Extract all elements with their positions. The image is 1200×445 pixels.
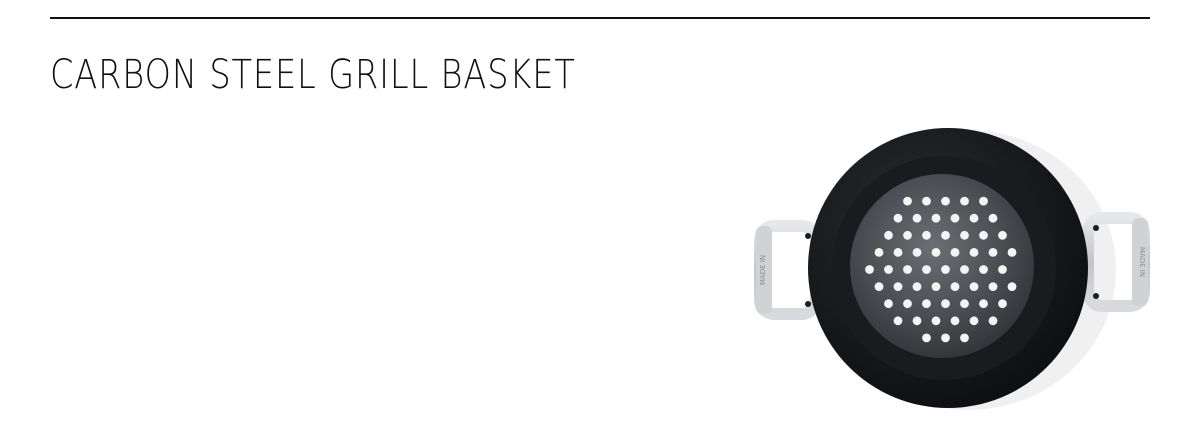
basin-hole — [988, 248, 998, 257]
basin-hole — [969, 248, 979, 257]
basin-hole — [969, 282, 979, 291]
basin-hole — [903, 230, 912, 240]
basin-hole — [998, 299, 1007, 309]
basin-hole — [874, 248, 884, 257]
left-handle: MADE IN — [754, 220, 822, 320]
basin-hole — [922, 230, 931, 240]
basin-hole — [950, 213, 960, 223]
basin-hole — [865, 265, 874, 274]
basin-hole — [884, 299, 893, 309]
basin-hole — [912, 248, 922, 257]
basin-hole — [998, 230, 1007, 240]
basin-hole — [941, 196, 950, 206]
basin-hole — [988, 213, 998, 223]
basin-hole — [988, 316, 998, 326]
basin-hole — [912, 213, 922, 223]
basin-hole — [979, 230, 988, 240]
basin-hole — [941, 230, 950, 240]
basin-hole — [912, 316, 922, 326]
basin-hole — [941, 265, 950, 274]
basin-hole — [893, 282, 903, 291]
right-handle: MADE IN — [1082, 212, 1150, 312]
basin-hole — [941, 333, 950, 343]
basin-hole — [922, 265, 931, 274]
basin-hole — [874, 282, 884, 291]
basin-hole — [998, 265, 1007, 274]
basin-hole — [969, 213, 979, 223]
basin-hole — [893, 316, 903, 326]
basin-hole — [960, 230, 969, 240]
basin-holes — [865, 196, 1017, 343]
basin-hole — [922, 196, 931, 206]
top-divider — [50, 17, 1150, 19]
right-handle-stamp: MADE IN — [1138, 247, 1146, 277]
basin-hole — [884, 230, 893, 240]
basin-hole — [893, 248, 903, 257]
basin-hole — [979, 196, 988, 206]
basin-hole — [941, 299, 950, 309]
basin-hole — [884, 265, 893, 274]
basin-hole — [979, 299, 988, 309]
page-title: CARBON STEEL GRILL BASKET — [50, 52, 576, 98]
basin-hole — [931, 316, 941, 326]
basin-hole — [1007, 248, 1017, 257]
basin-hole — [931, 213, 941, 223]
basin-hole — [960, 265, 969, 274]
basin-hole — [922, 333, 931, 343]
left-handle-stamp: MADE IN — [759, 255, 767, 285]
grill-basket-image: MADE IN MADE IN — [754, 128, 1150, 410]
basin-hole — [931, 248, 941, 257]
basin-hole — [950, 248, 960, 257]
basin-hole — [922, 299, 931, 309]
basin-hole — [1007, 282, 1017, 291]
basin-hole — [988, 282, 998, 291]
basin-hole — [969, 316, 979, 326]
basin-hole — [903, 196, 912, 206]
basin-hole — [893, 213, 903, 223]
basin-hole — [950, 282, 960, 291]
basin-hole — [960, 333, 969, 343]
basin-hole — [931, 282, 941, 291]
basin-hole — [903, 265, 912, 274]
basin-hole — [960, 196, 969, 206]
basin-hole — [979, 265, 988, 274]
basin-hole — [950, 316, 960, 326]
basin-hole — [912, 282, 922, 291]
basin-hole — [960, 299, 969, 309]
basin-hole — [903, 299, 912, 309]
